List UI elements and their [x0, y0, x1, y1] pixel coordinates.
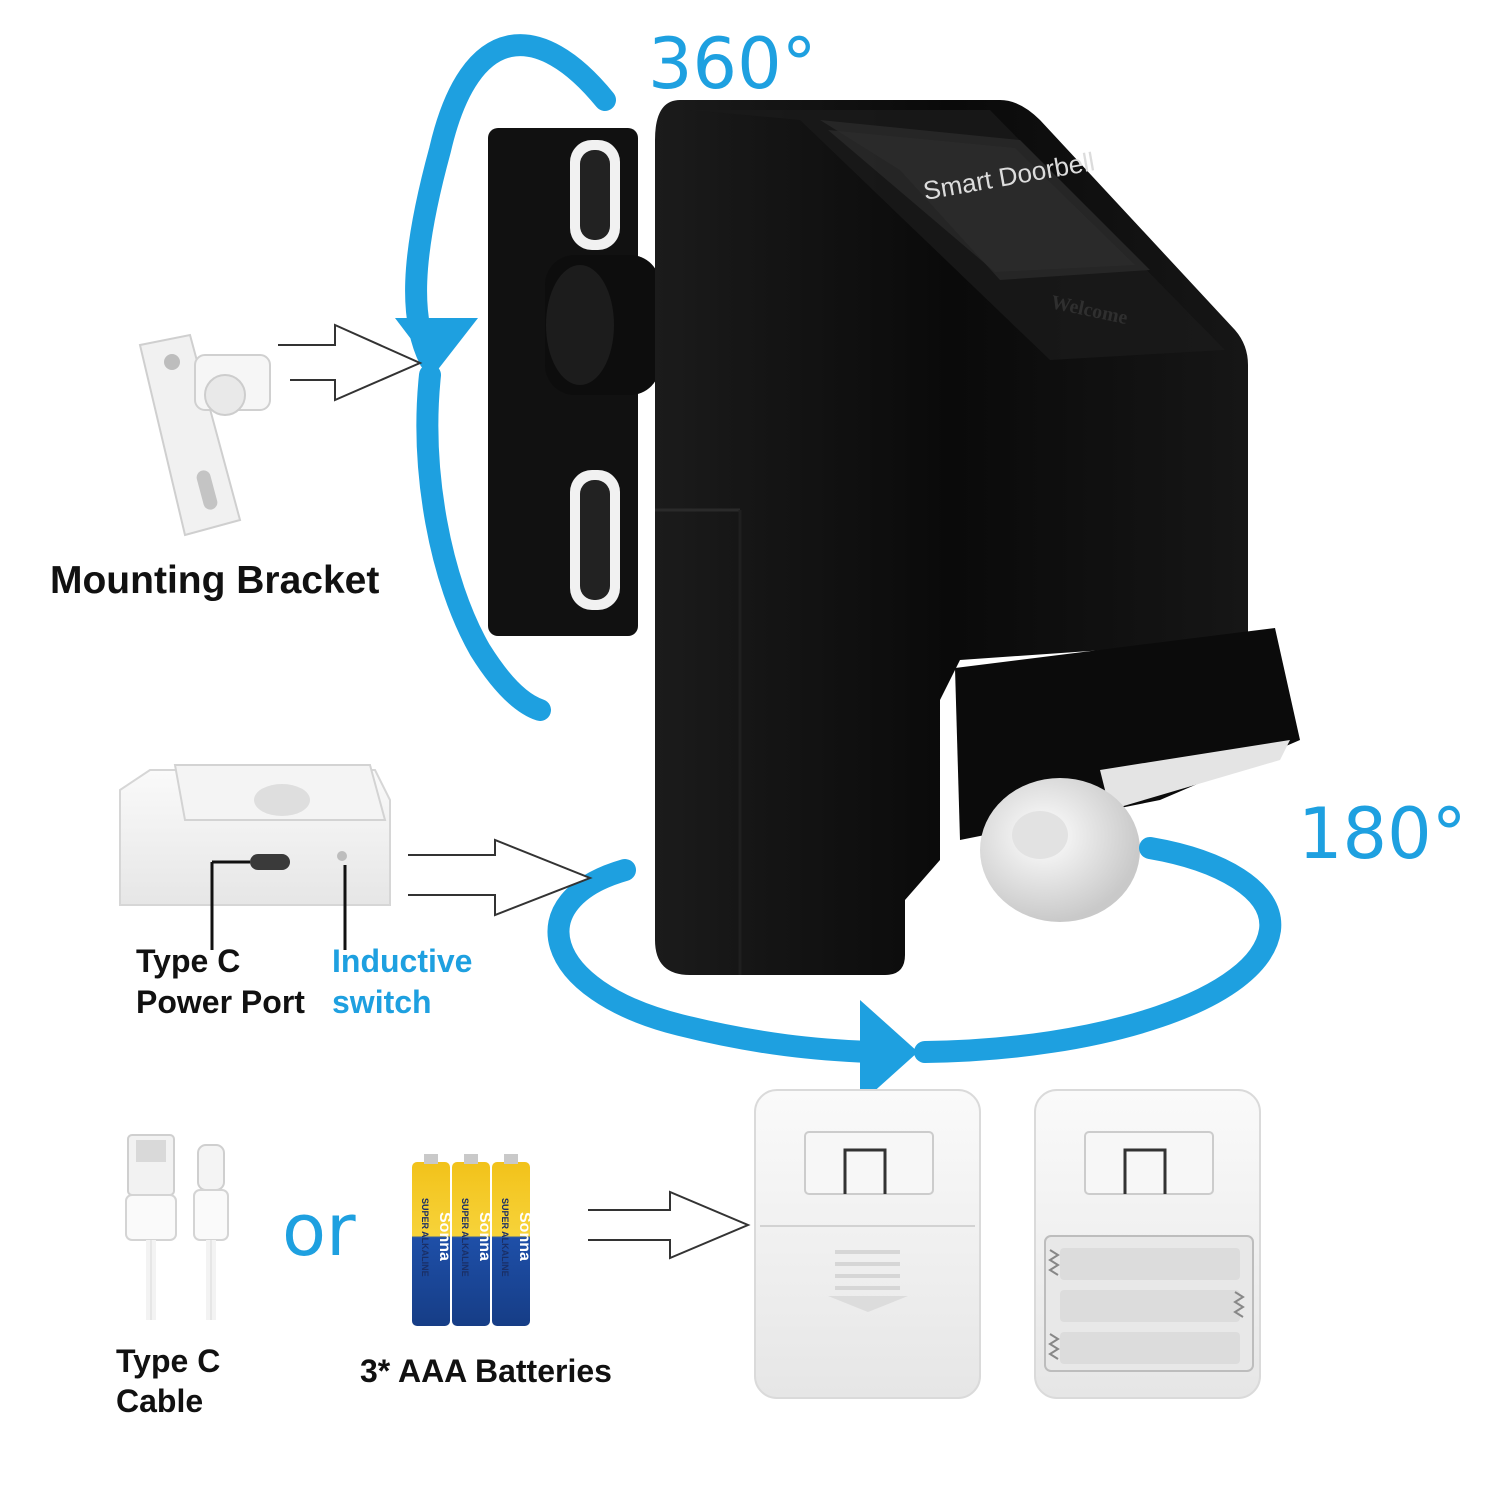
bracket-pointer-arrow	[278, 323, 423, 402]
type-c-port-label-line2: Power Port	[136, 984, 305, 1020]
horizontal-rotation-degrees: 180°	[1298, 793, 1467, 875]
battery-brand-2: Sonna	[476, 1212, 493, 1261]
receiver-open-image	[1034, 1089, 1261, 1399]
white-bracket-image	[138, 333, 271, 537]
receiver-closed-image	[754, 1089, 981, 1399]
mounting-bracket-label: Mounting Bracket	[50, 559, 379, 602]
smart-doorbell-body: Smart Doorbell Welcome	[655, 100, 1300, 975]
aaa-batteries-image: Sonna Sonna Sonna SUPER ALKALINE SUPER A…	[412, 1154, 533, 1326]
battery-3	[492, 1154, 530, 1326]
inductive-switch-label-line1: Inductive	[332, 943, 472, 979]
battery-type-1: SUPER ALKALINE	[420, 1198, 430, 1277]
battery-brand-3: Sonna	[516, 1212, 533, 1261]
type-c-cable-image	[125, 1134, 229, 1320]
type-c-port-icon	[250, 854, 290, 870]
battery-brand-1: Sonna	[436, 1212, 453, 1261]
battery-1	[412, 1154, 450, 1326]
batteries-label: 3* AAA Batteries	[360, 1353, 612, 1389]
black-mounting-plate	[488, 128, 660, 636]
vertical-rotation-arrow	[395, 34, 616, 721]
battery-type-3: SUPER ALKALINE	[500, 1198, 510, 1277]
battery-type-2: SUPER ALKALINE	[460, 1198, 470, 1277]
or-separator: or	[282, 1188, 356, 1272]
inductive-switch-label-line2: switch	[332, 984, 432, 1020]
horizontal-rotation-arrow	[547, 837, 1282, 1104]
inductive-switch-icon	[337, 851, 347, 861]
battery-cover-arrow-icon	[835, 1250, 900, 1290]
battery-2	[452, 1154, 490, 1326]
charging-dock-image	[119, 764, 391, 950]
receiver-pointer-arrow	[588, 1190, 751, 1260]
dock-pointer-arrow	[408, 838, 593, 917]
type-c-cable-label-line1: Type C	[116, 1343, 220, 1379]
type-c-cable-label-line2: Cable	[116, 1383, 203, 1419]
type-c-port-label-line1: Type C	[136, 943, 240, 979]
vertical-rotation-degrees: 360°	[648, 23, 817, 105]
